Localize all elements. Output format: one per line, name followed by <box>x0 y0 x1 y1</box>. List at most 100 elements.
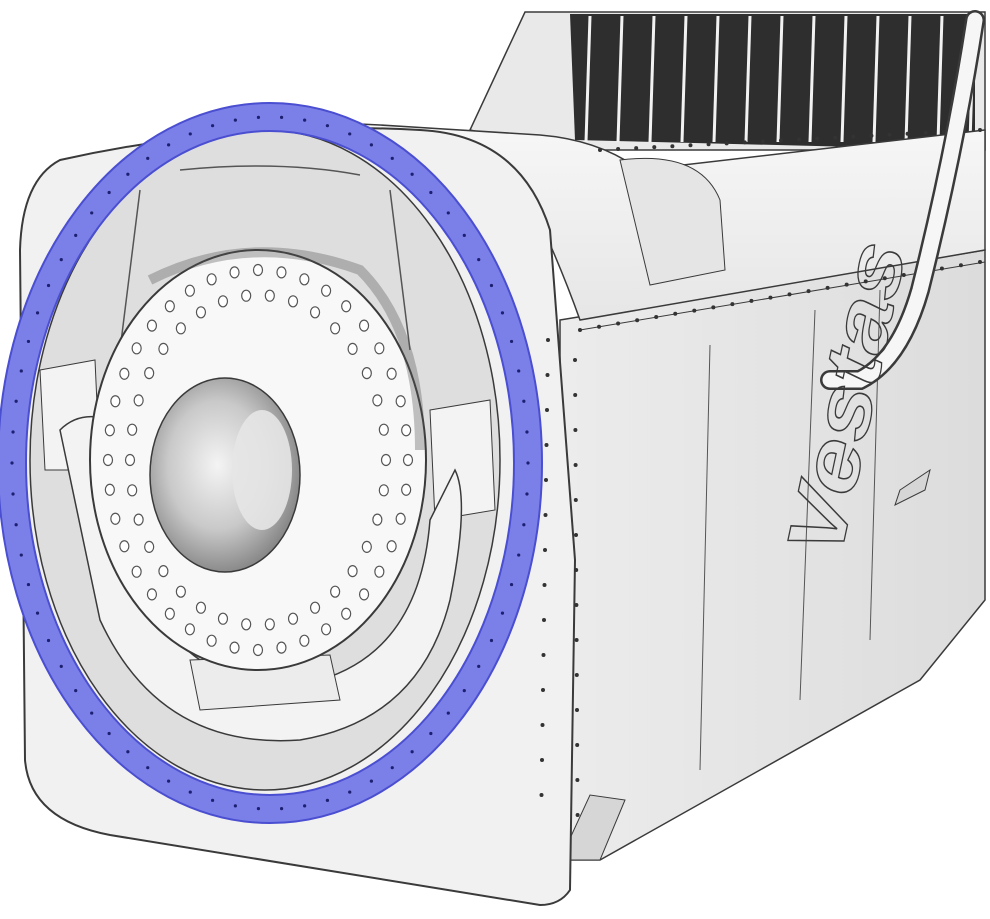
bolt-hole <box>195 601 207 614</box>
radiator-fin <box>840 15 848 143</box>
ring-bolt <box>59 258 63 262</box>
rivet <box>574 603 579 607</box>
bolt-hole <box>347 565 358 578</box>
bolt-hole <box>378 423 389 436</box>
radiator-fin <box>680 15 688 143</box>
bolt-hole <box>287 612 299 625</box>
ring-bolt <box>126 172 130 176</box>
rivet <box>616 147 621 152</box>
radiator-fin <box>744 15 752 143</box>
ring-bolt <box>489 638 494 643</box>
ring-bolt <box>166 143 171 147</box>
rivet <box>869 133 874 138</box>
radiator-fin <box>872 15 880 143</box>
bolt-hole <box>372 513 383 526</box>
rivet <box>806 289 811 294</box>
bolt-hole <box>402 453 414 467</box>
bolt-hole <box>184 284 196 297</box>
bolt-hole <box>217 612 229 625</box>
ring-bolt <box>477 664 481 668</box>
bolt-hole <box>276 641 287 654</box>
bolt-hole <box>127 423 138 436</box>
rivet <box>825 285 830 290</box>
ring-bolt <box>26 339 31 344</box>
radiator-fin <box>904 15 912 143</box>
ring-bolt <box>210 798 215 802</box>
ring-bolt <box>35 311 40 315</box>
rivet <box>711 305 716 310</box>
bolt-hole <box>175 585 186 598</box>
radiator-fin <box>584 15 592 143</box>
ring-bolt <box>279 807 284 811</box>
bolt-hole <box>287 295 299 308</box>
rivet <box>815 136 820 141</box>
bolt-hole <box>378 484 389 497</box>
bolt-hole <box>127 484 138 497</box>
ring-bolt <box>410 172 414 176</box>
ring-bolt <box>10 461 14 465</box>
bolt-hole <box>299 634 310 647</box>
ring-bolt <box>429 190 433 195</box>
rivet <box>939 266 944 271</box>
ring-bolt <box>390 156 394 160</box>
ring-bolt <box>522 523 526 527</box>
ring-bolt <box>46 638 51 643</box>
highlighted-yaw-ring <box>0 102 543 824</box>
ring-bolt <box>429 731 433 736</box>
rivet <box>540 758 544 762</box>
bolt-hole <box>104 424 115 437</box>
rivet <box>543 513 548 517</box>
rivet <box>539 793 544 797</box>
radiator-fin <box>648 15 656 143</box>
ring-bolt <box>517 369 521 373</box>
bolt-hole <box>264 289 275 302</box>
ring-bolt <box>303 118 307 122</box>
rivet <box>575 743 580 747</box>
bolt-hole <box>133 394 144 407</box>
nacelle-side-panel <box>559 249 986 861</box>
bolt-hole <box>144 540 155 553</box>
rivet <box>863 279 868 284</box>
bolt-hole <box>110 512 121 525</box>
rivet <box>706 142 711 147</box>
bolt-hole <box>158 565 169 578</box>
ring-bolt <box>166 779 171 783</box>
ring-bolt <box>303 804 307 808</box>
bolt-hole <box>309 601 321 614</box>
ring-bolt <box>369 143 374 147</box>
bolt-hole <box>131 342 142 355</box>
ring-bolt <box>46 283 51 288</box>
bolt-hole <box>361 540 372 553</box>
bolt-hole <box>358 588 370 601</box>
bolt-hole <box>217 295 229 308</box>
rivet <box>573 393 578 397</box>
rivet <box>575 708 579 712</box>
ring-bolt <box>11 492 15 496</box>
bolt-hole <box>401 424 412 437</box>
rivet <box>787 292 792 297</box>
ring-bolt <box>489 283 494 288</box>
bolt-hole <box>131 565 142 578</box>
radiator-fin <box>616 15 624 143</box>
bolt-hole <box>386 367 397 380</box>
bolt-hole <box>320 623 332 636</box>
bolt-hole <box>374 565 385 578</box>
rivet <box>540 723 545 727</box>
rivet <box>541 653 546 657</box>
ring-bolt <box>410 750 414 754</box>
rivet <box>760 139 765 144</box>
rivet <box>923 130 928 135</box>
rivet <box>768 295 773 300</box>
rivet <box>574 638 579 642</box>
bolt-hole <box>206 273 217 286</box>
rivet <box>545 373 550 377</box>
bolt-hole <box>330 585 341 598</box>
rivet <box>887 132 892 137</box>
bolt-hole <box>361 367 372 380</box>
bolt-hole <box>341 607 352 620</box>
rivet <box>597 324 602 329</box>
rivet <box>958 263 963 268</box>
bolt-hole <box>175 322 186 335</box>
rivet <box>692 308 697 313</box>
